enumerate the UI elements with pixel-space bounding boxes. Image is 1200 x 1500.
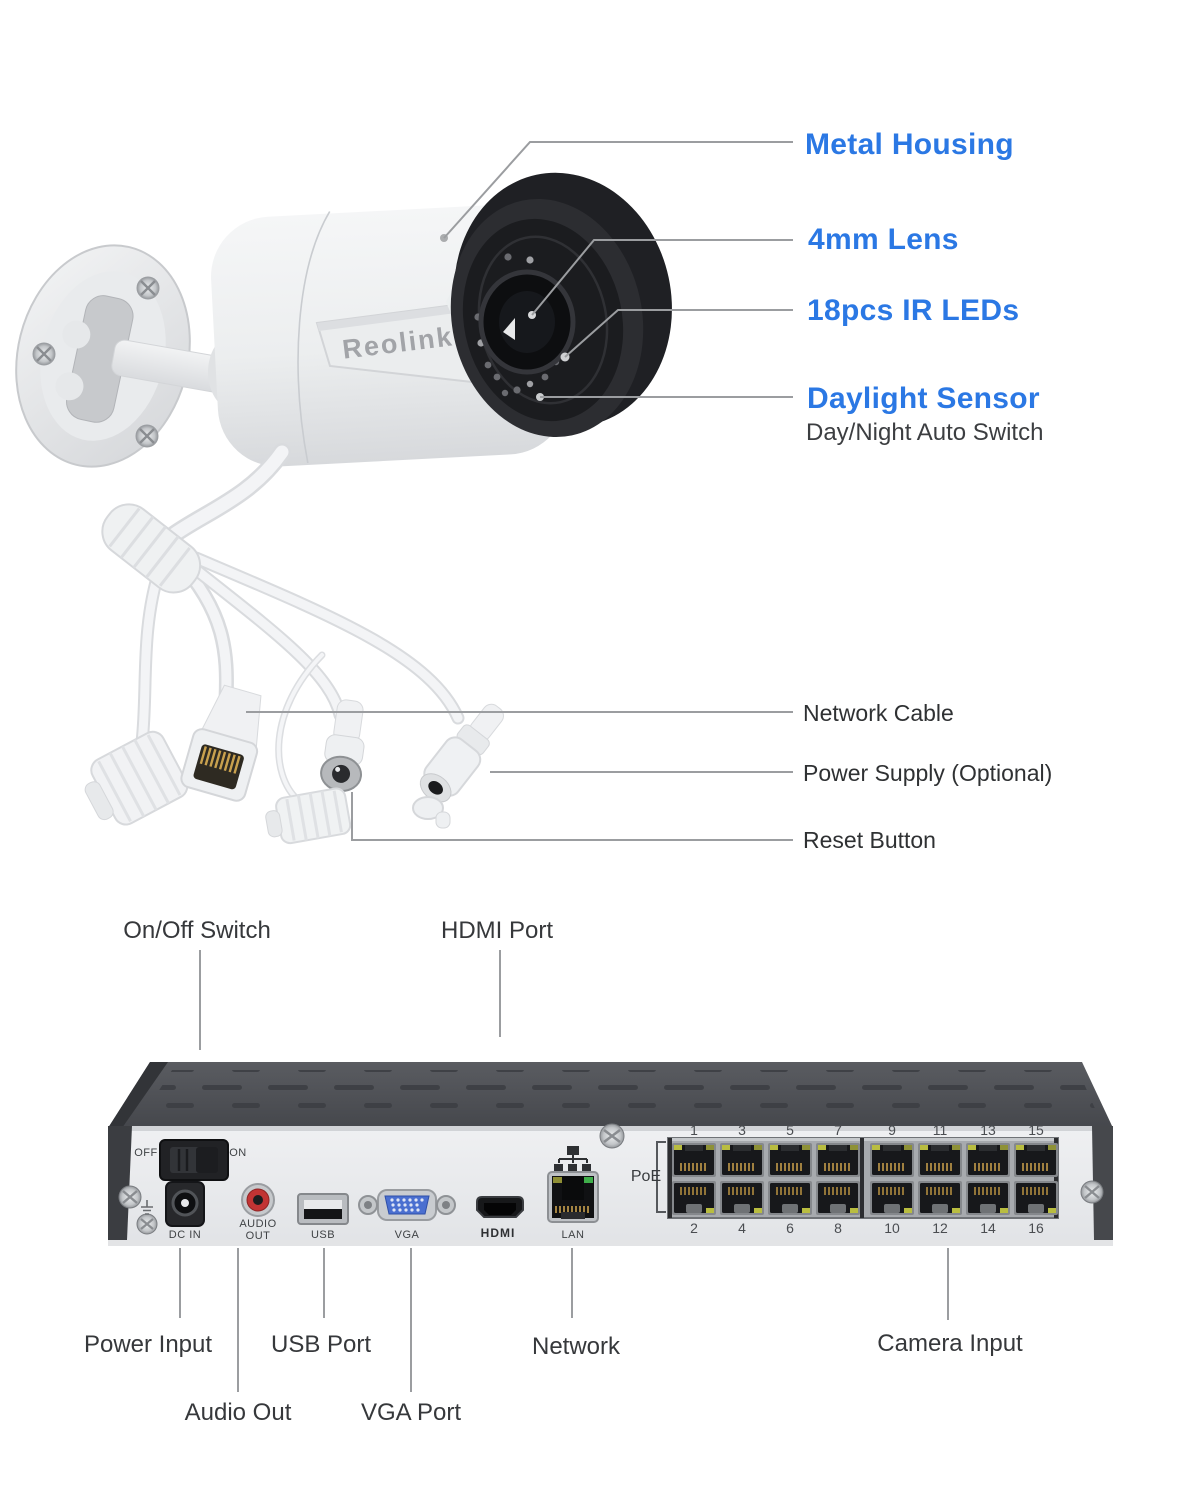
mount-screw: [32, 276, 160, 448]
cable-junction: [101, 503, 202, 594]
leader-lines: [179, 141, 949, 1392]
audio-label-line1: AUDIO: [239, 1218, 277, 1230]
usb-port[interactable]: [297, 1193, 349, 1225]
reset-connector: [320, 699, 365, 792]
leader-reset: [351, 792, 793, 841]
callout-audio-out: Audio Out: [184, 1399, 292, 1426]
poe-port-number: 6: [786, 1220, 794, 1236]
audio-label-line2: OUT: [245, 1230, 271, 1242]
lan-port[interactable]: [547, 1171, 599, 1223]
vga-label: VGA: [394, 1229, 420, 1241]
callout-daylight-sensor: Daylight Sensor: [807, 382, 1040, 415]
network-icon: [554, 1146, 591, 1171]
cable-bundle: [135, 443, 465, 811]
poe-port-number: 15: [1028, 1122, 1044, 1138]
lan-label: LAN: [561, 1229, 585, 1241]
callout-reset-button: Reset Button: [803, 827, 936, 853]
leader-lens: [531, 239, 793, 316]
callout-network-cable: Network Cable: [803, 700, 954, 726]
callout-ir-leds: 18pcs IR LEDs: [807, 294, 1020, 327]
poe-port-number: 11: [932, 1122, 948, 1138]
switch-off-label: OFF: [134, 1147, 158, 1159]
camera-illustration: [15, 172, 672, 845]
callout-vga-port: VGA Port: [360, 1399, 462, 1426]
camera-lens-assembly: [440, 172, 672, 438]
dc-in-label: DC IN: [168, 1229, 202, 1241]
poe-port-number: 16: [1028, 1220, 1044, 1236]
callout-hdmi-port: HDMI Port: [440, 917, 554, 944]
poe-port-number: 9: [888, 1122, 896, 1138]
poe-port-number: 13: [980, 1122, 996, 1138]
callout-on-off-switch: On/Off Switch: [123, 917, 271, 944]
nvr-shadow: [108, 1240, 1113, 1246]
hdmi-label: HDMI: [480, 1226, 516, 1240]
switch-on-label: ON: [229, 1147, 247, 1159]
waterproof-cap: [84, 730, 189, 826]
power-switch[interactable]: [159, 1139, 229, 1181]
poe-port-number: 7: [834, 1122, 842, 1138]
callout-lens: 4mm Lens: [808, 223, 959, 256]
poe-block: [656, 1137, 1059, 1219]
callout-usb-port: USB Port: [270, 1331, 372, 1358]
poe-port-number: 5: [786, 1122, 794, 1138]
callout-power-input: Power Input: [83, 1331, 213, 1358]
callout-camera-input: Camera Input: [877, 1330, 1023, 1357]
audio-out-port[interactable]: [241, 1183, 275, 1217]
leader-ir-leds: [564, 309, 793, 358]
callout-network: Network: [531, 1333, 621, 1360]
dc-in-port[interactable]: [165, 1181, 205, 1227]
poe-port-number: 3: [738, 1122, 746, 1138]
poe-port-number: 1: [690, 1122, 698, 1138]
poe-port-number: 8: [834, 1220, 842, 1236]
ground-icon: [141, 1200, 153, 1215]
usb-label: USB: [310, 1229, 336, 1241]
callout-daylight-sub: Day/Night Auto Switch: [806, 419, 1044, 446]
vga-port[interactable]: [358, 1189, 456, 1221]
nvr-illustration: [108, 1062, 1113, 1246]
leader-metal-housing: [443, 141, 793, 239]
dc-connector: [419, 703, 504, 803]
poe-port-number: 4: [738, 1220, 746, 1236]
hdmi-port[interactable]: [476, 1196, 524, 1218]
reset-cap: [265, 787, 352, 845]
nvr-vents: [140, 1070, 1100, 1120]
poe-port-number: 2: [690, 1220, 698, 1236]
callout-power-supply: Power Supply (Optional): [803, 760, 1053, 786]
poe-label: PoE: [630, 1168, 662, 1185]
rj45-connector: [180, 684, 262, 802]
poe-port-number: 10: [884, 1220, 900, 1236]
callout-metal-housing: Metal Housing: [805, 128, 1014, 161]
panel-screws: [118, 1123, 1104, 1235]
poe-port-number: 14: [980, 1220, 996, 1236]
poe-port-number: 12: [932, 1220, 948, 1236]
plug-cap: [412, 796, 451, 829]
